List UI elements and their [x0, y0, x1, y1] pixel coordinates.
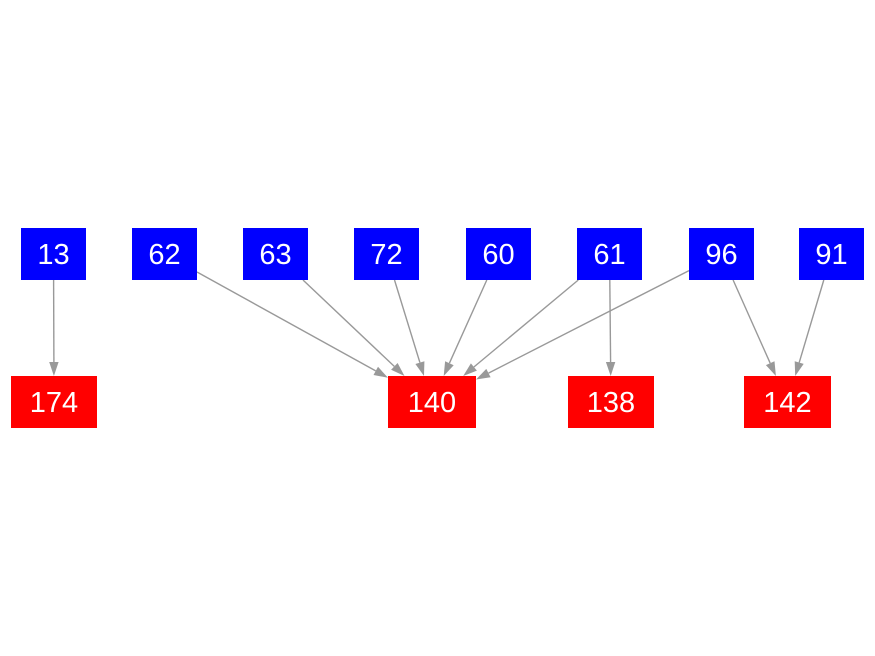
source-node-61: 61	[577, 228, 642, 280]
node-label: 96	[705, 239, 737, 271]
node-label: 72	[370, 239, 402, 271]
source-node-box	[689, 228, 754, 280]
edge-line	[393, 279, 421, 363]
edge-arrowhead-icon	[605, 362, 616, 376]
node-label: 140	[408, 387, 456, 419]
node-label: 142	[763, 387, 811, 419]
source-node-60: 60	[466, 228, 531, 280]
edge-arrowhead-icon	[373, 366, 388, 378]
edge-line	[732, 279, 771, 364]
edge-arrowhead-icon	[794, 361, 804, 376]
node-label: 91	[815, 239, 847, 271]
edge-arrowhead-icon	[415, 361, 425, 376]
node-label: 138	[587, 387, 635, 419]
edge-line	[488, 269, 690, 374]
target-node-138: 138	[568, 376, 654, 428]
graph-edge-13-to-174	[49, 279, 59, 376]
edge-line	[302, 279, 395, 367]
node-label: 60	[482, 239, 514, 271]
graph-edge-63-to-140	[302, 279, 405, 376]
source-node-box	[243, 228, 308, 280]
graph-edge-62-to-140	[196, 271, 388, 378]
target-node-142: 142	[744, 376, 831, 428]
source-node-62: 62	[132, 228, 197, 280]
edge-arrowhead-icon	[443, 361, 454, 376]
source-node-63: 63	[243, 228, 308, 280]
node-label: 61	[593, 239, 625, 271]
edge-line	[609, 279, 612, 363]
source-node-72: 72	[354, 228, 419, 280]
graph-edge-96-to-142	[732, 279, 776, 376]
edge-line	[448, 279, 488, 364]
edge-line	[473, 279, 579, 368]
node-label: 62	[148, 239, 180, 271]
target-node-174: 174	[11, 376, 97, 428]
source-node-96: 96	[689, 228, 754, 280]
source-node-box	[466, 228, 531, 280]
node-label: 63	[259, 239, 291, 271]
edge-arrowhead-icon	[476, 368, 491, 380]
source-node-91: 91	[799, 228, 864, 280]
edge-line	[196, 271, 377, 372]
edge-line	[798, 279, 825, 363]
edge-arrowhead-icon	[765, 361, 776, 376]
source-node-box	[132, 228, 197, 280]
graph-edge-96-to-140	[476, 269, 690, 380]
graph-edge-72-to-140	[393, 279, 425, 376]
node-layer: 13 60 61 62 63 72 91 96 138 140 142 174	[11, 228, 864, 428]
graph-edge-61-to-140	[463, 279, 579, 376]
graph-edge-61-to-138	[605, 279, 616, 376]
source-node-box	[21, 228, 86, 280]
source-node-box	[799, 228, 864, 280]
target-node-box	[11, 376, 97, 428]
target-node-140: 140	[388, 376, 476, 428]
graph-edge-60-to-140	[443, 279, 488, 376]
edge-layer	[49, 269, 825, 380]
target-node-box	[744, 376, 831, 428]
source-node-box	[354, 228, 419, 280]
graph-edge-91-to-142	[794, 279, 825, 376]
node-label: 13	[37, 239, 69, 271]
edge-arrowhead-icon	[49, 362, 59, 376]
source-node-box	[577, 228, 642, 280]
edge-arrowhead-icon	[391, 363, 405, 376]
target-node-box	[568, 376, 654, 428]
node-label: 174	[30, 387, 78, 419]
target-node-box	[388, 376, 476, 428]
edge-arrowhead-icon	[463, 363, 477, 376]
source-node-13: 13	[21, 228, 86, 280]
